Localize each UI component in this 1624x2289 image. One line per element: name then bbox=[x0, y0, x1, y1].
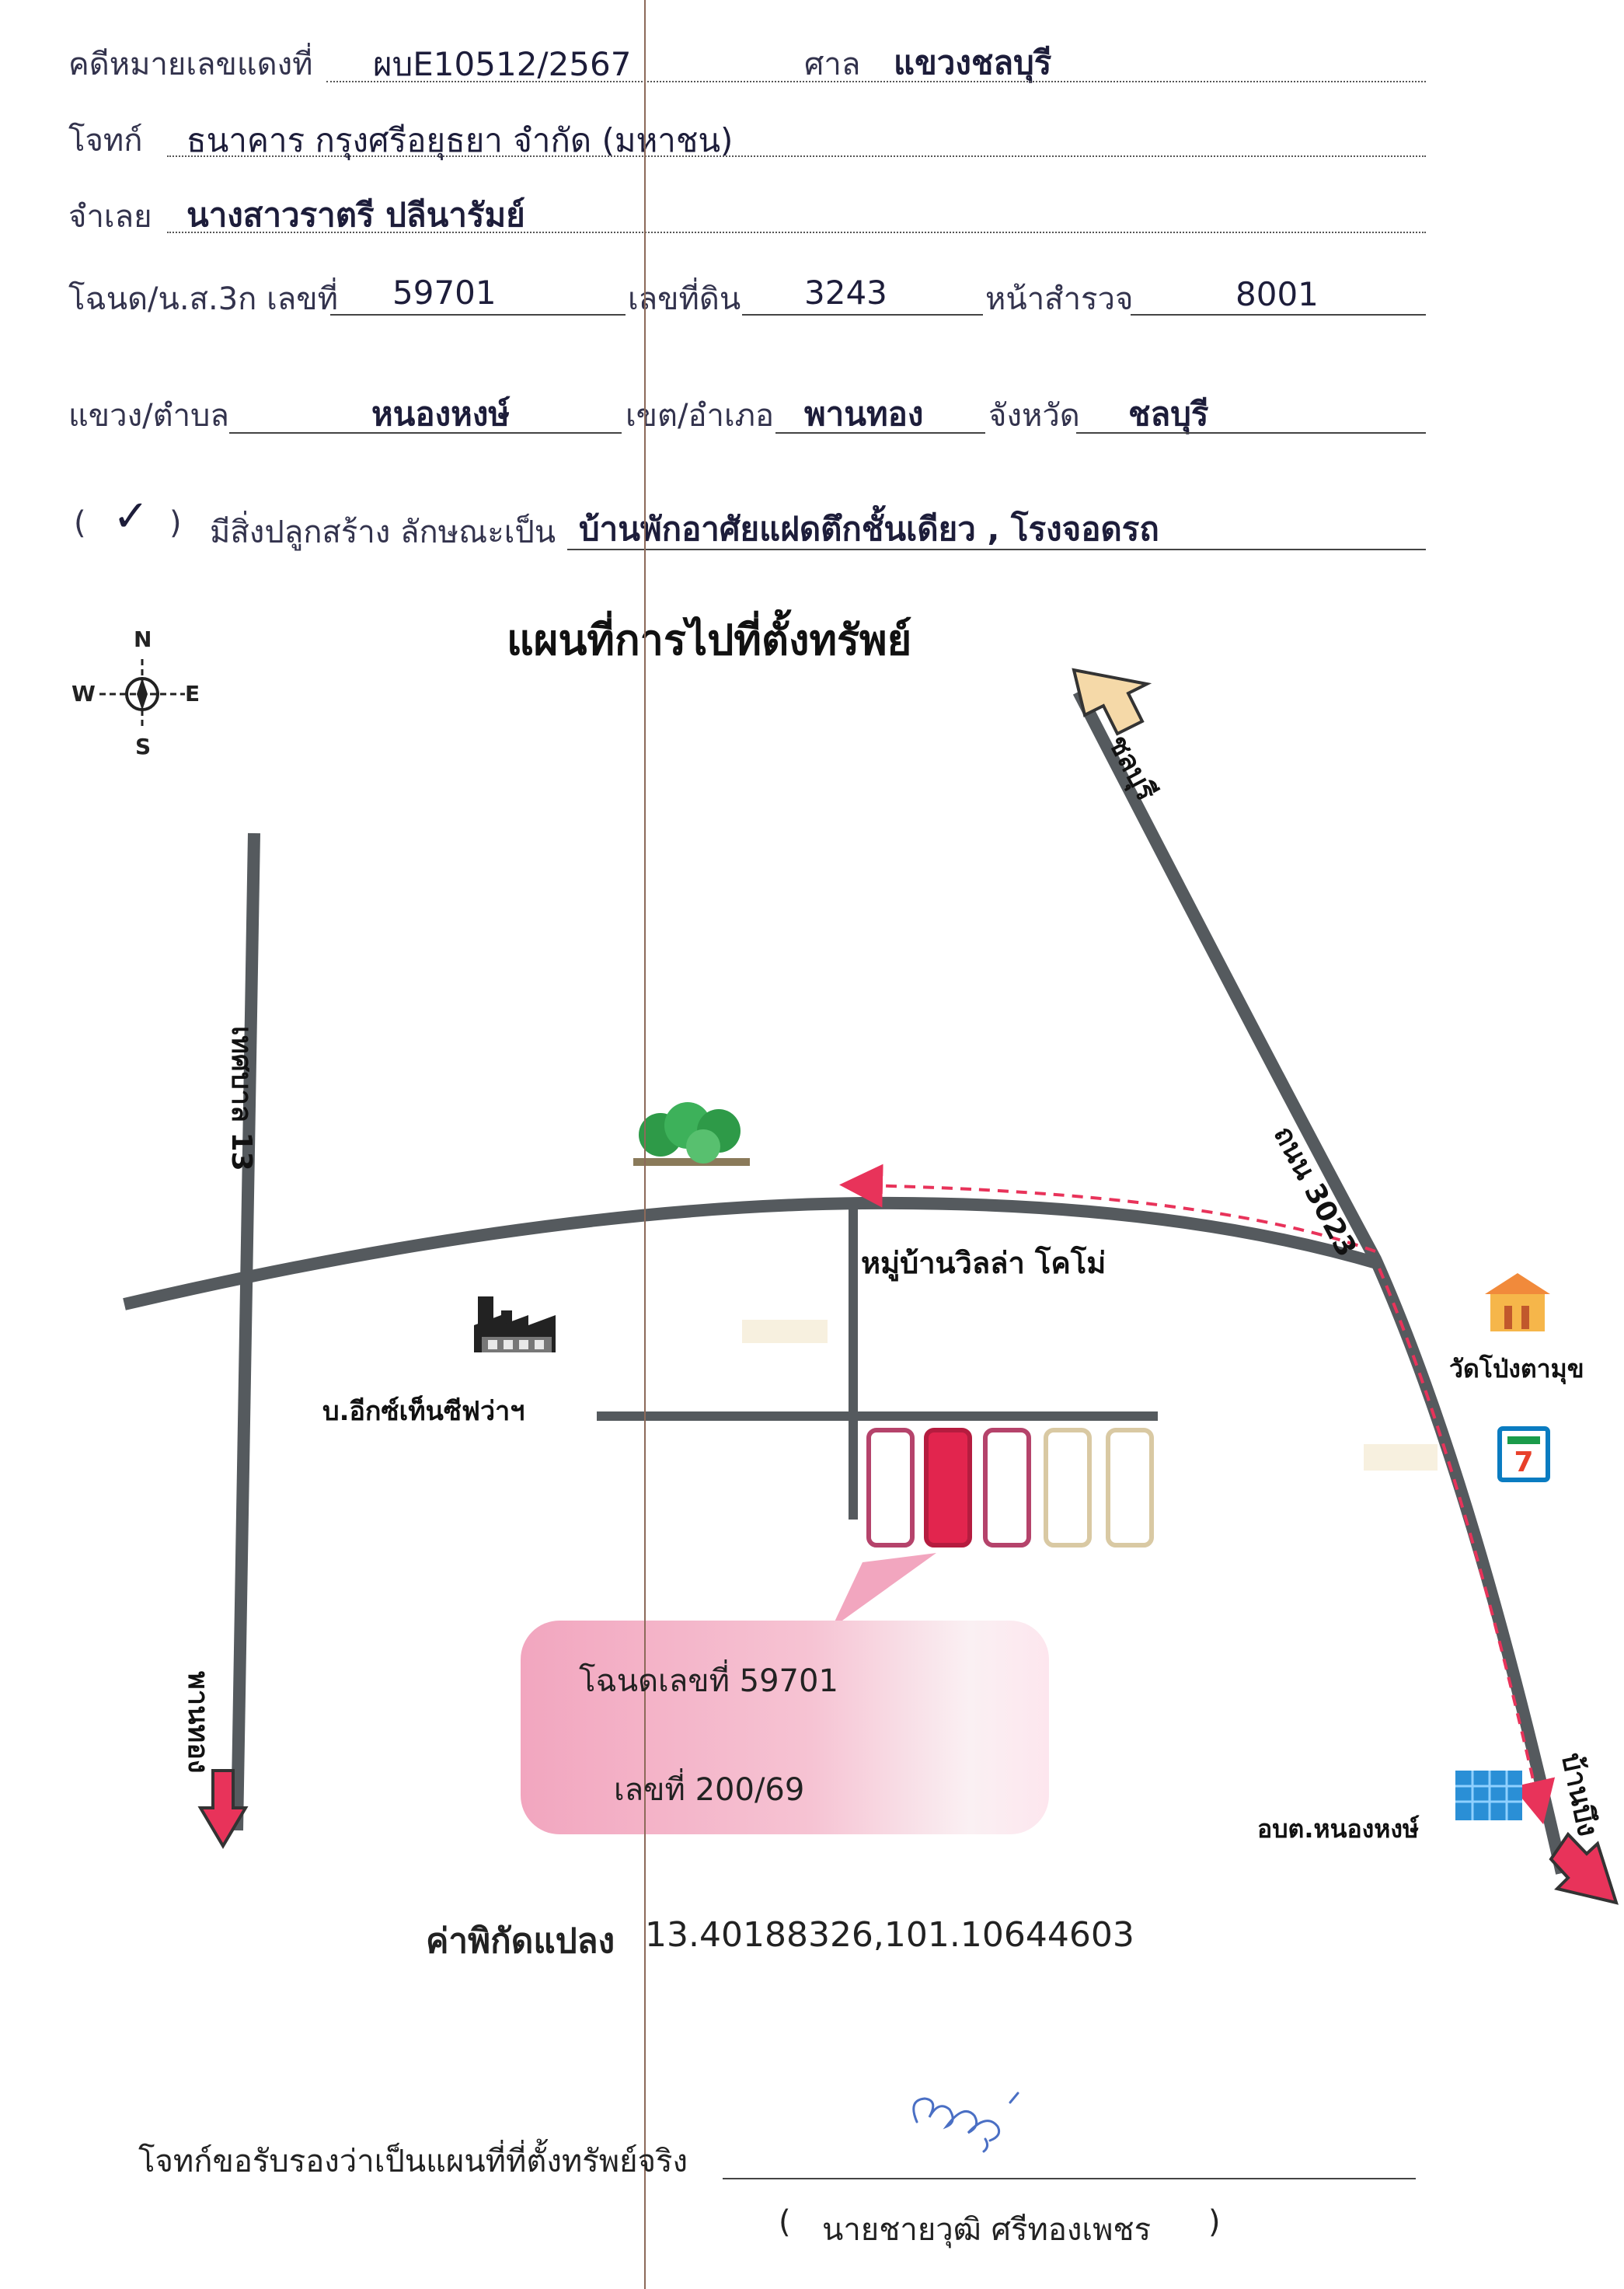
map-title: แผนที่การไปที่ตั้งทรัพย์ bbox=[507, 616, 912, 665]
route-path-top bbox=[839, 1164, 1376, 1253]
signature-close-paren: ) bbox=[1208, 2204, 1221, 2240]
compass-east-label: E bbox=[185, 681, 200, 707]
compass-west-label: W bbox=[71, 681, 96, 707]
coordinate-value: 13.40188326,101.10644603 bbox=[645, 1915, 1134, 1955]
sao-label: อบต.หนองหงษ์ bbox=[1257, 1814, 1420, 1844]
svg-text:7: 7 bbox=[1514, 1446, 1533, 1478]
survey-label: หน้าสำรวจ bbox=[985, 281, 1134, 317]
arrow-down-right-icon bbox=[1549, 1831, 1619, 1905]
coordinate-label: ค่าพิกัดแปลง bbox=[426, 1921, 615, 1961]
building-label: มีสิ่งปลูกสร้าง ลักษณะเป็น bbox=[210, 515, 556, 550]
temple-icon bbox=[1485, 1273, 1550, 1331]
factory-label: บ.อีกซ์เท็นซีฟว่าฯ bbox=[322, 1396, 525, 1427]
plot-5 bbox=[1106, 1428, 1154, 1548]
checkmark-icon: ✓ bbox=[113, 491, 149, 542]
road-3023 bbox=[1072, 689, 1568, 1875]
district-label: เขต/อำเภอ bbox=[626, 398, 775, 434]
case-number-value: ผบE10512/2567 bbox=[373, 45, 632, 83]
building-value: บ้านพักอาศัยแฝดตึกชั้นเดียว , โรงจอดรถ bbox=[579, 510, 1159, 548]
plaintiff-underline bbox=[167, 155, 1426, 157]
province-label: จังหวัด bbox=[988, 398, 1080, 434]
deed-underline bbox=[330, 314, 626, 316]
compass-north-label: N bbox=[134, 626, 152, 652]
arrow-down-left-icon bbox=[197, 1769, 249, 1849]
road-main-horizontal bbox=[123, 1196, 1382, 1310]
signer-name: นายชายวุฒิ ศรีทองเพชร bbox=[822, 2212, 1152, 2248]
village-label: หมู่บ้านวิลล่า โคโม่ bbox=[861, 1246, 1106, 1280]
court-value: แขวงชลบุรี bbox=[894, 44, 1052, 82]
land-number-label: เลขที่ดิน bbox=[628, 281, 741, 317]
land-number-underline bbox=[742, 314, 983, 316]
bottom-left-direction-label: พานทอง bbox=[182, 1671, 214, 1774]
court-label: ศาล bbox=[804, 47, 861, 82]
district-underline bbox=[775, 432, 985, 434]
plaintiff-value: ธนาคาร กรุงศรีอยุธยา จำกัด (มหาชน) bbox=[186, 121, 734, 159]
plot-1 bbox=[866, 1428, 915, 1548]
plot-3 bbox=[983, 1428, 1031, 1548]
road-left-label: เทศบาล 13 bbox=[225, 1026, 257, 1171]
building-underline bbox=[567, 549, 1426, 550]
defendant-underline bbox=[167, 232, 1426, 233]
case-number-underline bbox=[326, 81, 1426, 82]
certify-text: โจทก์ขอรับรองว่าเป็นแผนที่ที่ตั้งทรัพย์จ… bbox=[138, 2144, 688, 2179]
plot-4 bbox=[1044, 1428, 1092, 1548]
plaintiff-label: โจทก์ bbox=[68, 123, 143, 159]
faded-sign-village bbox=[742, 1320, 828, 1343]
factory-icon bbox=[474, 1296, 556, 1352]
deed-label: โฉนด/น.ส.3ก เลขที่ bbox=[68, 281, 338, 317]
subdistrict-label: แขวง/ตำบล bbox=[68, 398, 229, 434]
land-number-value: 3243 bbox=[804, 274, 887, 312]
temple-label: วัดโป่งตามุข bbox=[1449, 1354, 1584, 1384]
seven-eleven-icon: 7 bbox=[1497, 1426, 1550, 1482]
deed-value: 59701 bbox=[392, 274, 497, 312]
compass-rose bbox=[99, 659, 185, 729]
checkbox-open-paren: ( bbox=[74, 505, 86, 541]
signature-line bbox=[723, 2178, 1416, 2179]
defendant-label: จำเลย bbox=[68, 199, 152, 235]
sao-building-icon bbox=[1455, 1771, 1522, 1820]
subdistrict-underline bbox=[229, 432, 622, 434]
subdistrict-value: หนองหงษ์ bbox=[371, 395, 511, 433]
province-underline bbox=[1076, 432, 1426, 434]
province-value: ชลบุรี bbox=[1128, 395, 1209, 433]
survey-value: 8001 bbox=[1235, 275, 1319, 313]
defendant-value: นางสาวราตรี ปลีนารัมย์ bbox=[186, 196, 525, 234]
callout-deed-text: โฉนดเลขที่ 59701 bbox=[579, 1663, 838, 1699]
arrow-up-icon bbox=[1072, 668, 1152, 736]
district-value: พานทอง bbox=[804, 395, 924, 433]
house-plots bbox=[866, 1428, 1154, 1548]
callout-house-text: เลขที่ 200/69 bbox=[614, 1772, 805, 1808]
route-path-bottom bbox=[1378, 1268, 1556, 1825]
signature-open-paren: ( bbox=[779, 2204, 791, 2240]
road-left-vertical bbox=[231, 832, 260, 1831]
callout-bubble bbox=[521, 1553, 1049, 1834]
tree-icon bbox=[633, 1102, 750, 1166]
survey-underline bbox=[1131, 314, 1426, 316]
checkbox-close-paren: ) bbox=[169, 505, 182, 541]
faded-sign-right bbox=[1364, 1444, 1438, 1471]
plot-2-subject bbox=[924, 1428, 972, 1548]
compass-south-label: S bbox=[135, 734, 152, 759]
case-number-label: คดีหมายเลขแดงที่ bbox=[68, 47, 313, 82]
